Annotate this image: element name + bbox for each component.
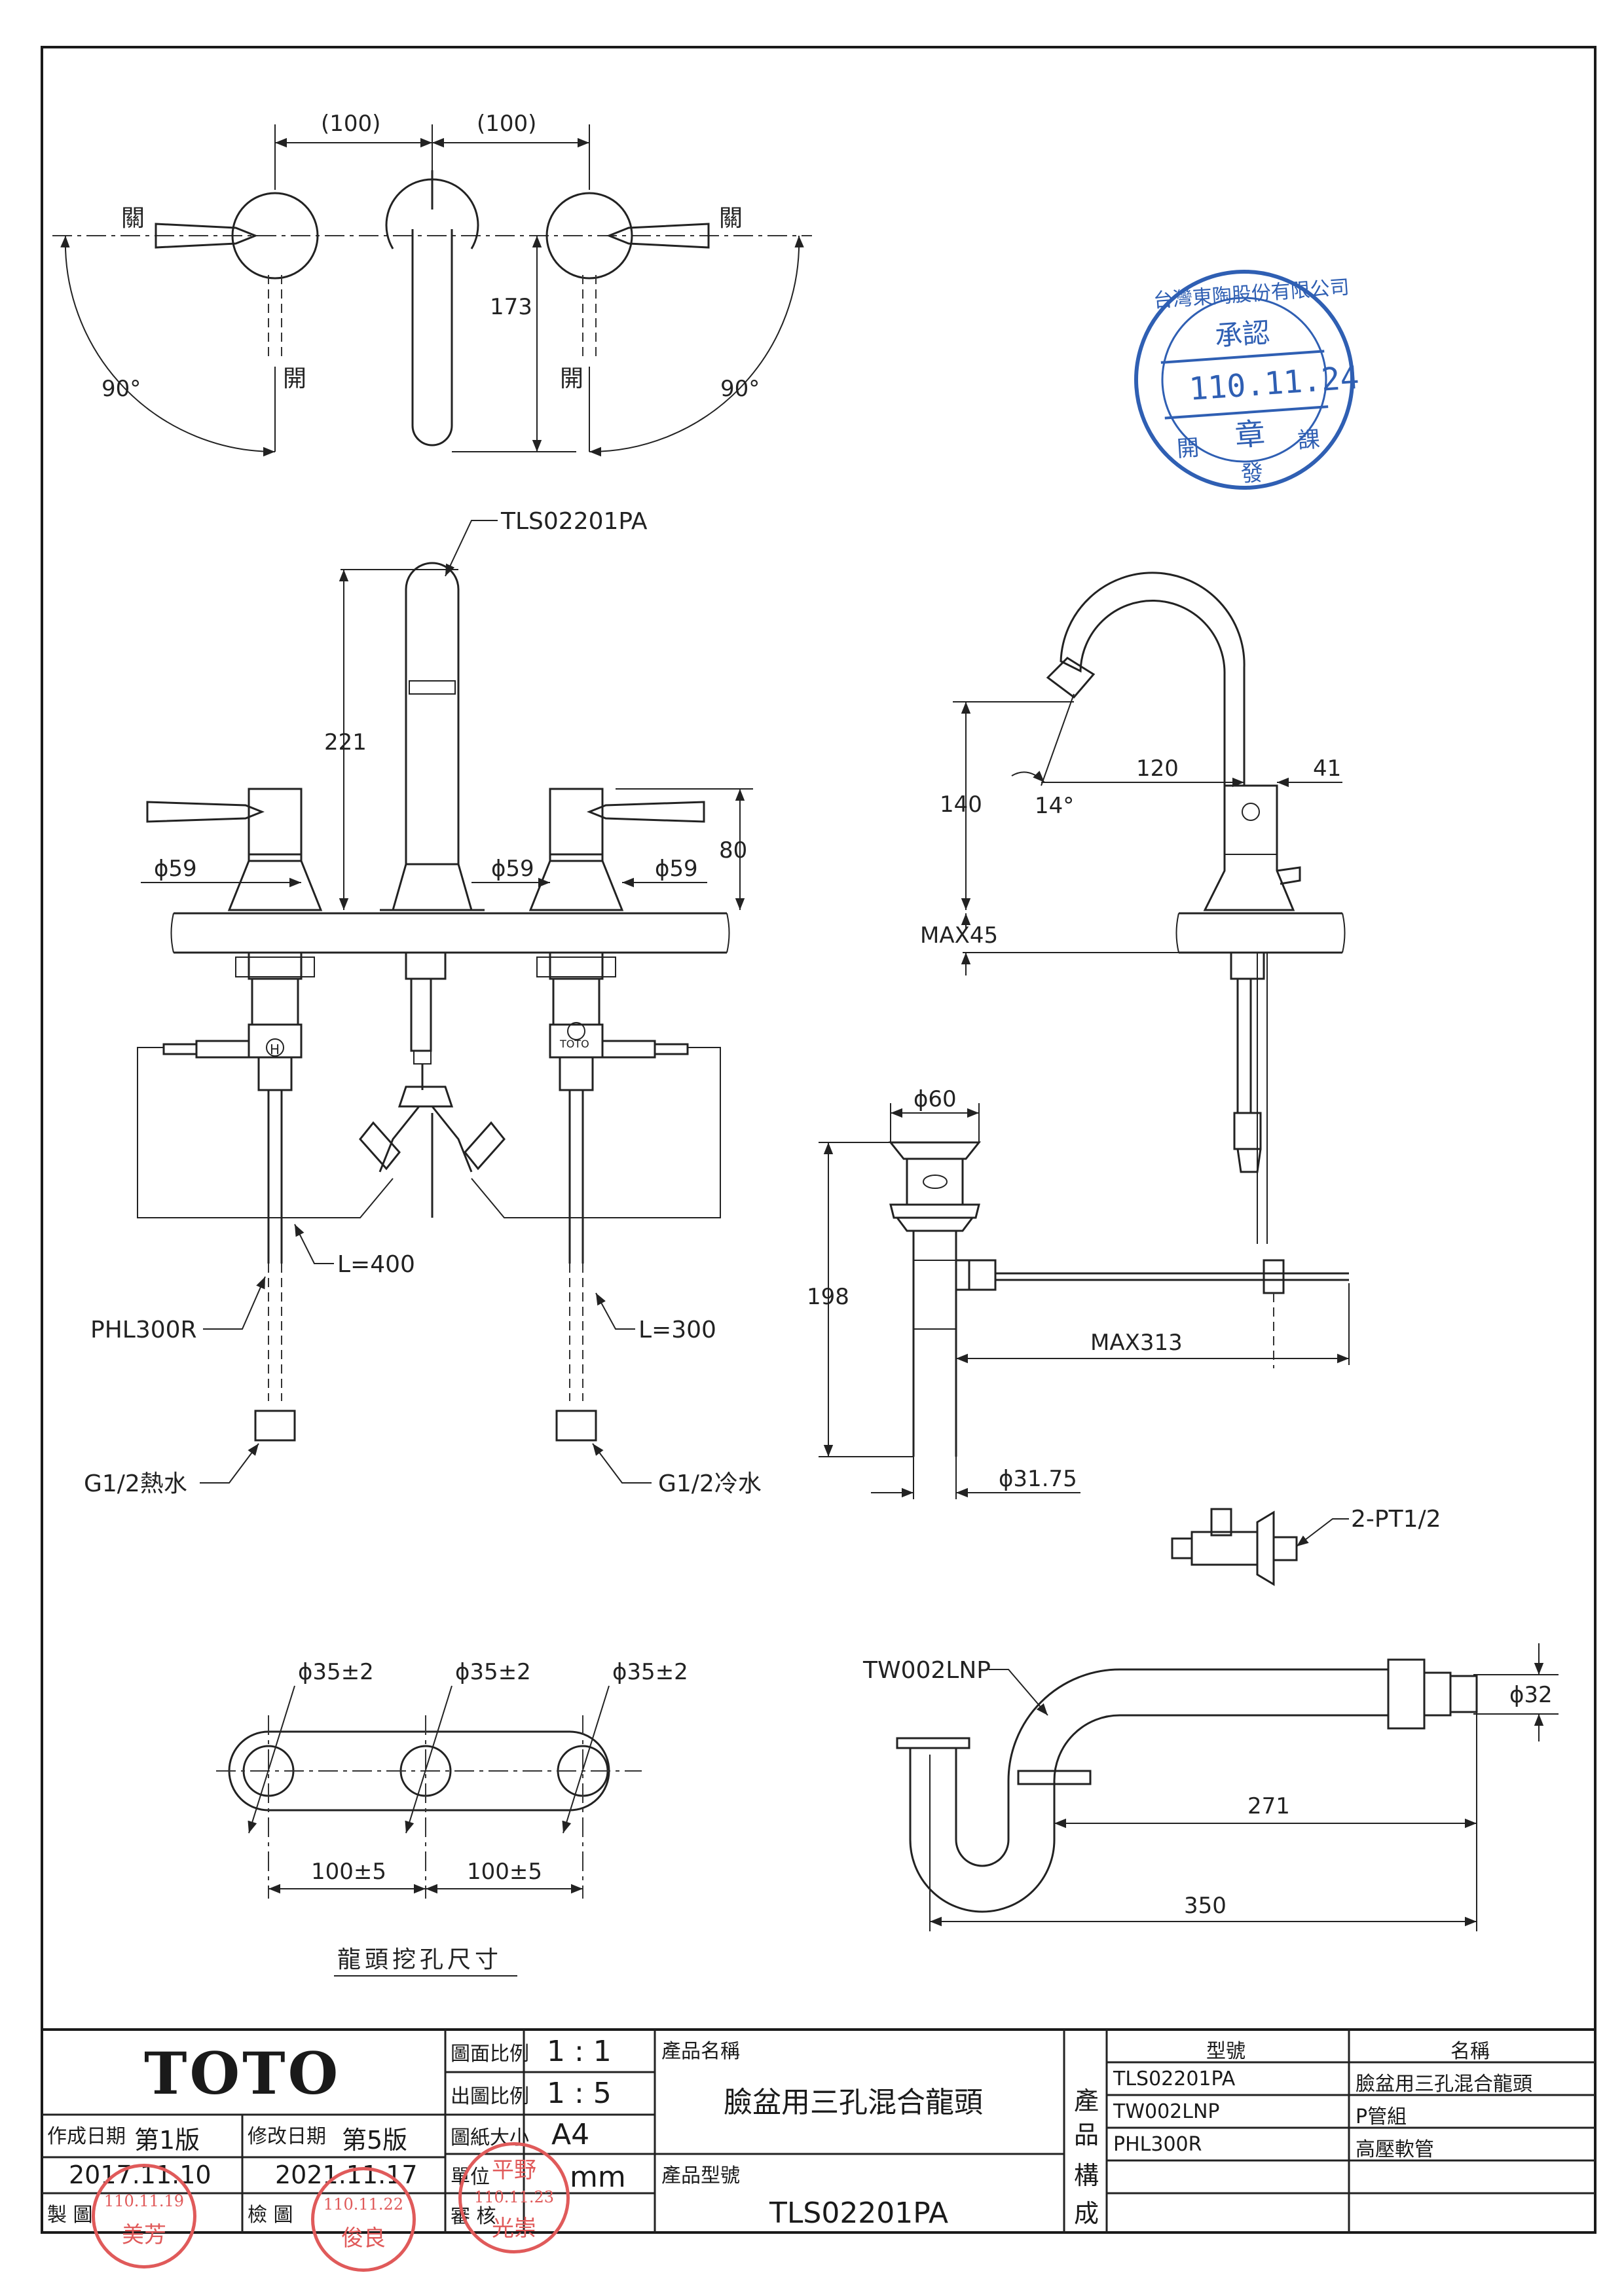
brand-logo: TOTO [144,2039,341,2107]
side-dim-41: 41 [1313,756,1341,782]
trap-outlet-dia: ϕ32 [1509,1682,1553,1708]
hole-dia-3: ϕ35±2 [612,1659,688,1685]
approved-stamp-name: 光崇 [492,2215,536,2242]
drain-dia-60: ϕ60 [913,1086,957,1112]
part-model-3: PHL300R [1113,2133,1202,2156]
composition-char-2: 品 [1074,2121,1099,2149]
approval-seal: 章 [1234,416,1266,453]
hose-length-right: L=300 [638,1317,716,1343]
hot-inlet-label: G1/2熱水 [84,1470,187,1497]
current-edition: 第5版 [342,2126,408,2155]
product-name-label: 產品名稱 [661,2040,740,2063]
approval-company: 台灣東陶股份有限公司 [1153,276,1350,312]
drawn-stamp-date: 110.11.19 [103,2192,185,2210]
drawn-stamp-name: 美芳 [122,2222,166,2248]
product-name: 臉盆用三孔混合龍頭 [724,2086,983,2119]
print-scale: 1 : 5 [547,2077,612,2110]
dia-59-left: ϕ59 [154,856,197,882]
part-model-1: TLS02201PA [1113,2068,1236,2090]
first-edition: 第1版 [134,2126,200,2155]
label-open-left: 開 [283,365,306,392]
dim-221: 221 [324,729,367,756]
drawing-scale: 1 : 1 [547,2035,612,2068]
parts-header-model: 型號 [1206,2040,1246,2063]
trap-view: TW002LNP ϕ32 271 350 [862,1643,1559,1931]
part-name-1: 臉盆用三孔混合龍頭 [1356,2073,1532,2096]
top-view: (100) (100) 173 90° 90° 關 關 開 開 [52,111,812,457]
part-name-2: P管組 [1356,2105,1407,2128]
hole-dia-1: ϕ35±2 [298,1659,374,1685]
approval-label: 承認 [1214,316,1271,352]
parts-header-name: 名稱 [1450,2040,1490,2063]
callout-faucet-model: TLS02201PA [500,508,648,535]
hole-spacing-1: 100±5 [311,1859,386,1885]
product-model-label: 產品型號 [661,2164,740,2187]
side-angle-14: 14° [1035,793,1074,819]
dia-59-mid: ϕ59 [491,856,534,882]
checked-label: 檢 圖 [248,2204,293,2227]
drain-length-198: 198 [807,1284,849,1310]
hole-dia-2: ϕ35±2 [455,1659,531,1685]
part-name-3: 高壓軟管 [1356,2138,1434,2161]
drain-rod-max313: MAX313 [1090,1330,1183,1356]
paper-size: A4 [551,2118,590,2151]
approval-dept-right: 課 [1297,426,1321,454]
cold-inlet-label: G1/2冷水 [658,1470,762,1497]
checked-stamp-name: 俊良 [341,2225,386,2251]
trap-callout: TW002LNP [862,1657,991,1684]
dim-80: 80 [719,837,747,864]
dia-59-right: ϕ59 [655,856,698,882]
drain-pipe-dia: ϕ31.75 [999,1466,1077,1492]
valve-callout: 2-PT1/2 [1351,1506,1441,1533]
approved-stamp: 平野 110.11.23 光崇 [458,2142,570,2253]
top-dim-173: 173 [490,294,532,320]
approved-stamp-top: 平野 [492,2157,536,2183]
trap-width-271: 271 [1247,1793,1290,1819]
hole-view: ϕ35±2 ϕ35±2 ϕ35±2 100±5 100±5 龍頭挖孔尺寸 [216,1659,688,1977]
product-model: TLS02201PA [769,2196,949,2230]
top-angle-left: 90° [101,376,141,402]
approval-stamp: 台灣東陶股份有限公司 承認 110.11.24 章 開 發 課 [1134,270,1360,490]
side-dim-max45: MAX45 [920,922,998,949]
top-dim-100-right: (100) [477,111,536,137]
created-label: 作成日期 [47,2125,126,2148]
hole-spacing-2: 100±5 [467,1859,542,1885]
drawn-stamp: 110.11.19 美芳 [92,2164,196,2269]
hot-mark: H [270,1042,280,1057]
hose-model: PHL300R [90,1317,197,1343]
side-view: 140 120 41 14° MAX45 ϕ60 198 [807,572,1441,1586]
label-close-left: 關 [121,205,145,232]
composition-char-1: 產 [1074,2086,1099,2115]
label-close-right: 關 [719,205,743,232]
top-angle-right: 90° [720,376,760,402]
composition-char-4: 成 [1074,2199,1099,2228]
top-dim-100-left: (100) [321,111,380,137]
side-dim-120: 120 [1136,756,1179,782]
approval-date: 110.11.24 [1188,359,1360,408]
trap-width-350: 350 [1184,1893,1227,1919]
print-scale-label: 出圖比例 [451,2085,529,2108]
modified-label: 修改日期 [248,2125,326,2148]
brand-mark: TOTO [559,1038,589,1050]
label-open-right: 開 [560,365,583,392]
part-model-2: TW002LNP [1113,2100,1220,2123]
checked-stamp: 110.11.22 俊良 [311,2167,416,2272]
checked-stamp-date: 110.11.22 [323,2195,404,2214]
side-dim-140: 140 [940,792,982,818]
hose-length-left: L=400 [337,1251,415,1278]
approval-dept-left: 開 [1176,435,1200,462]
hole-caption: 龍頭挖孔尺寸 [337,1946,502,1973]
drawn-label: 製 圖 [47,2204,93,2227]
title-block-grid [41,2028,1596,2234]
drawing-scale-label: 圖面比例 [451,2043,529,2066]
approval-dept-mid: 發 [1240,460,1264,487]
unit: mm [570,2160,626,2194]
composition-char-3: 構 [1074,2161,1099,2190]
front-view: H TOTO 221 80 ϕ59 [84,508,762,1497]
approved-stamp-date: 110.11.23 [473,2188,555,2206]
